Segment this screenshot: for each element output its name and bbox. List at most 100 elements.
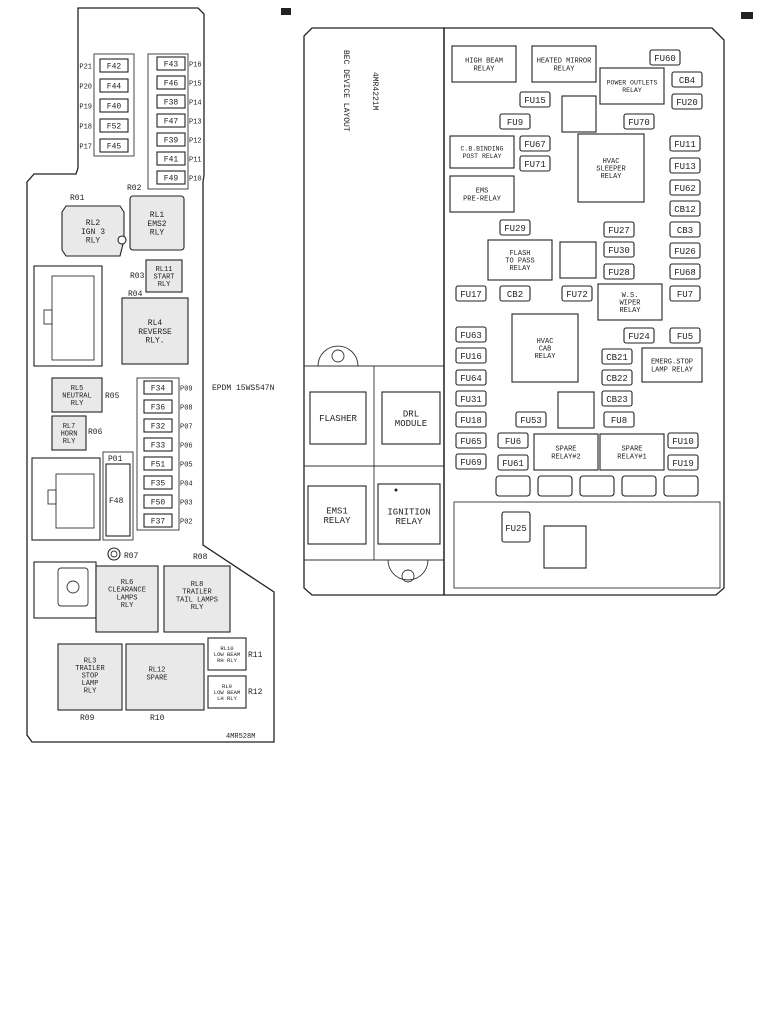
relay-rl2-pin: [117, 235, 127, 245]
relay-ignition-text-line: RELAY: [395, 517, 423, 527]
fuse-label: F40: [107, 103, 122, 112]
fuse-f49: [156, 170, 186, 185]
fuse-fu29: [499, 219, 531, 236]
relay-rl10-text-line: LOW BEAM: [214, 651, 240, 658]
fuse-fu17: [455, 285, 487, 302]
breaker-cb21-label: CB21: [606, 353, 628, 363]
fuse-f37: [143, 513, 173, 528]
relay-rl9-text-line: RL9: [222, 683, 232, 690]
fuse-fu60-label: FU60: [654, 54, 676, 64]
fuse-pin-label: P06: [180, 443, 193, 451]
ref-r12: R12: [248, 688, 263, 697]
relay-rl3-text-line: RL3: [84, 657, 97, 665]
fuse-f42: [99, 58, 129, 73]
breaker-cb12-label: CB12: [674, 205, 696, 215]
module-flasher: [309, 391, 367, 445]
fuse-fu64-label: FU64: [460, 374, 482, 384]
fuse-fu5: [669, 327, 701, 344]
fuse-f41: [156, 151, 186, 166]
breaker-cb22-label: CB22: [606, 374, 628, 384]
relay-flash-to-pass-text-line: RELAY: [509, 265, 531, 273]
scan-mark-right: [741, 12, 753, 19]
fuse-fu13-label: FU13: [674, 162, 696, 172]
fuse-f52: [99, 118, 129, 133]
relay-hvac-sleeper-text-line: RELAY: [600, 173, 622, 181]
relay-rl6-clearance: [95, 565, 159, 633]
fuse-fu18: [455, 411, 487, 428]
breaker-cb2-label: CB2: [507, 290, 523, 300]
fuse-label: F43: [164, 61, 179, 70]
relay-ignition: [377, 483, 441, 545]
fuse-label: F39: [164, 137, 179, 146]
fuse-fu15: [519, 91, 551, 108]
fuse-fu26: [669, 242, 701, 259]
stud-r07: [107, 547, 121, 561]
fuse-f46: [156, 75, 186, 90]
fuse-label: F32: [151, 423, 166, 432]
fuse-fu25: [501, 511, 531, 543]
connector-block-3-inner: [57, 567, 89, 607]
relay-rl10-text-line: RL10: [220, 645, 233, 652]
fuse-fu28-label: FU28: [608, 268, 630, 278]
ref-r05: R05: [105, 392, 120, 401]
module-drl-text-line: DRL: [403, 409, 419, 419]
relay-rl11-text-line: START: [153, 273, 174, 281]
fuse-fu28: [603, 263, 635, 280]
relay-socket-2: [559, 241, 597, 279]
relay-rl4-text-line: REVERSE: [138, 328, 172, 337]
fuse-fu10-label: FU10: [672, 437, 694, 447]
relay-ems-pre: [449, 175, 515, 213]
fuse-pin-label: P18: [79, 124, 92, 132]
relay-rl11-text-line: RL11: [156, 266, 173, 274]
module-drl: [381, 391, 441, 445]
fuse-f48: [105, 463, 131, 537]
relay-rl7-text-line: HORN: [61, 430, 78, 438]
fuse-fu31-label: FU31: [460, 395, 482, 405]
bec-lower-section: [453, 501, 721, 589]
fuse-fu25-label: FU25: [505, 524, 527, 534]
relay-rl4-text-line: RLY.: [145, 336, 164, 345]
relay-rl6-text-line: RL6: [121, 579, 134, 587]
mount-hole-top: [331, 349, 345, 363]
connector-cavity-4: [621, 475, 657, 497]
relay-ws-wiper: [597, 283, 663, 321]
relay-ws-wiper-text-line: WIPER: [619, 299, 641, 307]
fuse-pin-label: P02: [180, 519, 193, 527]
connector-block-1-latch: [43, 309, 53, 325]
fuse-fu62-label: FU62: [674, 184, 696, 194]
fuse-fu24-label: FU24: [628, 332, 650, 342]
ref-r09: R09: [80, 714, 95, 723]
fuse-fu65: [455, 432, 487, 449]
connector-block-3: [33, 561, 97, 619]
fuse-f45: [99, 138, 129, 153]
relay-hvac-cab: [511, 313, 579, 383]
fuse-f39: [156, 132, 186, 147]
fuse-pin-label: P03: [180, 500, 193, 508]
ref-r06: R06: [88, 428, 103, 437]
relay-high-beam-text-line: HIGH BEAM: [465, 58, 503, 66]
relay-high-beam-text-line: RELAY: [473, 65, 495, 73]
fuse-group-top: [93, 53, 135, 157]
fuse-fu17-label: FU17: [460, 290, 482, 300]
fuse-fu60: [649, 49, 681, 66]
fuse-pin-label: P10: [189, 176, 202, 184]
relay-rl7-text-line: RLY: [63, 438, 76, 446]
fuse-fu61-label: FU61: [502, 459, 524, 469]
fuse-fu13: [669, 157, 701, 174]
fuse-fu70-label: FU70: [628, 118, 650, 128]
module-flasher-text: FLASHER: [319, 414, 357, 424]
bec-left-grid: [304, 365, 444, 561]
fuse-fu68-label: FU68: [674, 268, 696, 278]
fuse-fu6-label: FU6: [505, 437, 521, 447]
relay-rl12-text-line: RL12: [149, 667, 166, 675]
fuse-label: F47: [164, 118, 179, 127]
fuse-label: F35: [151, 480, 166, 489]
fuse-label: F45: [107, 143, 122, 152]
relay-rl3-text-line: LAMP: [82, 680, 99, 688]
fuse-label: F49: [164, 175, 179, 184]
relay-socket-4: [543, 525, 587, 569]
